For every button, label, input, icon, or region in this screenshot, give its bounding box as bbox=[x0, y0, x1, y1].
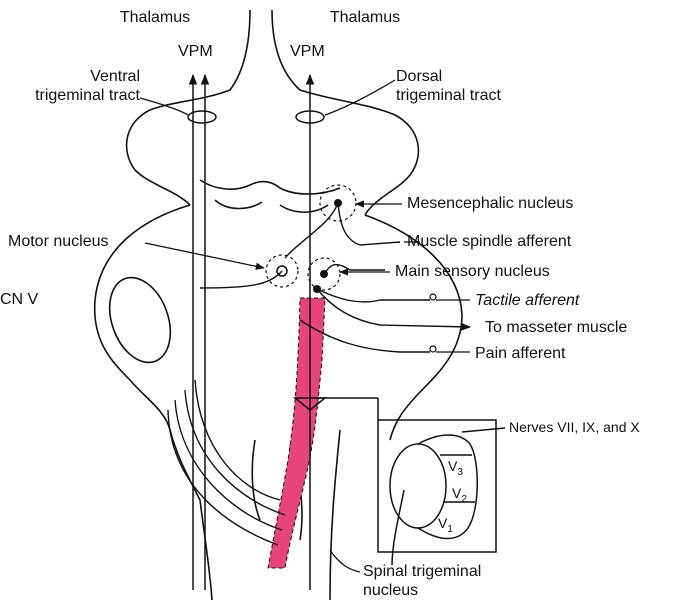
dorsal-tract-label-line1: Dorsal bbox=[396, 67, 442, 86]
mesencephalic-nucleus-label: Mesencephalic nucleus bbox=[407, 194, 573, 213]
muscle-spindle-afferent-label: Muscle spindle afferent bbox=[407, 232, 571, 251]
main-sensory-nucleus-label: Main sensory nucleus bbox=[395, 262, 550, 281]
vpm-left-label: VPM bbox=[178, 42, 213, 61]
spinal-trigeminal-label-line1: Spinal trigeminal bbox=[363, 562, 481, 581]
cn-v-label: CN V bbox=[0, 290, 38, 309]
ventral-tract-label-line2: trigeminal tract bbox=[10, 86, 140, 105]
v3-label: V3 bbox=[448, 458, 463, 478]
ventral-tract-label-line1: Ventral bbox=[20, 67, 140, 86]
v1-label: V1 bbox=[438, 515, 453, 535]
pain-afferent-label: Pain afferent bbox=[475, 344, 565, 363]
dorsal-tract-label-line2: trigeminal tract bbox=[396, 86, 501, 105]
v2-label: V2 bbox=[452, 485, 467, 505]
tactile-afferent-label: Tactile afferent bbox=[475, 291, 579, 310]
afferent-terminals bbox=[430, 294, 436, 352]
to-masseter-muscle-label: To masseter muscle bbox=[485, 318, 627, 337]
dermatome-inset bbox=[295, 398, 505, 565]
spinal-trigeminal-label-line2: nucleus bbox=[363, 581, 418, 600]
thalamus-right-label: Thalamus bbox=[310, 8, 420, 27]
thalamus-left-label: Thalamus bbox=[100, 8, 210, 27]
nerves-vii-ix-x-label: Nerves VII, IX, and X bbox=[509, 418, 640, 437]
vpm-right-label: VPM bbox=[290, 42, 325, 61]
motor-nucleus-label: Motor nucleus bbox=[8, 232, 109, 251]
